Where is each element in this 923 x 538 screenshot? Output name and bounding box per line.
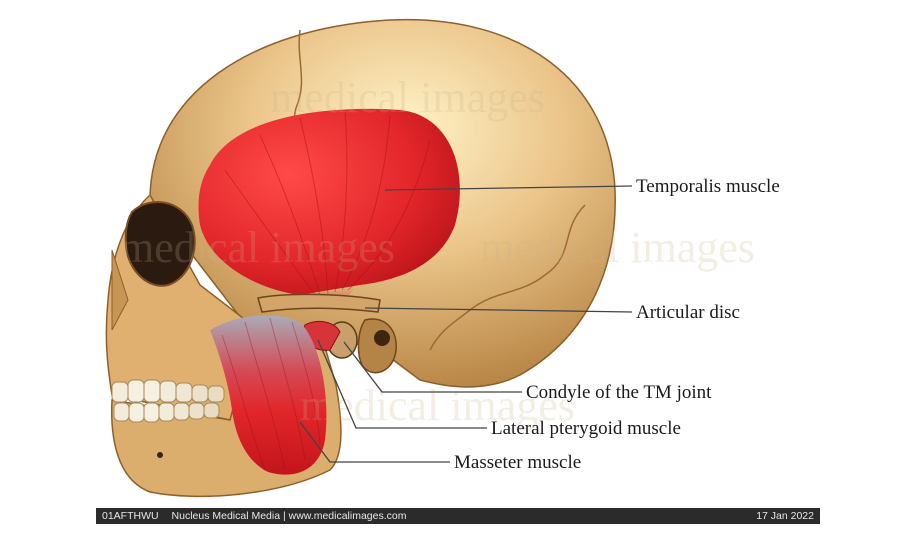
ear-canal — [357, 318, 397, 374]
masseter-muscle — [210, 315, 327, 475]
watermark-3: medical images — [480, 223, 755, 272]
articular-disc — [257, 293, 381, 313]
credit-link[interactable]: Nucleus Medical Media | www.medicalimage… — [171, 510, 407, 522]
orbit — [124, 201, 196, 287]
upper-teeth — [111, 379, 225, 403]
label-temporalis: Temporalis muscle — [636, 176, 780, 197]
nasal-bone — [111, 249, 129, 331]
label-lateral-pterygoid: Lateral pterygoid muscle — [491, 418, 681, 439]
label-condyle: Condyle of the TM joint — [526, 382, 712, 403]
image-id: 01AFTHWU — [102, 510, 159, 522]
footer-date: 17 Jan 2022 — [756, 510, 814, 522]
lower-teeth — [113, 402, 220, 423]
watermark-1: medical images — [270, 73, 545, 122]
footer-left: 01AFTHWU Nucleus Medical Media | www.med… — [102, 508, 417, 524]
leader-lines — [299, 185, 633, 463]
label-masseter: Masseter muscle — [454, 452, 581, 473]
footer-bar: 01AFTHWU Nucleus Medical Media | www.med… — [96, 508, 820, 524]
label-articular-disc: Articular disc — [636, 302, 740, 323]
watermark-2: medical images — [120, 223, 395, 272]
